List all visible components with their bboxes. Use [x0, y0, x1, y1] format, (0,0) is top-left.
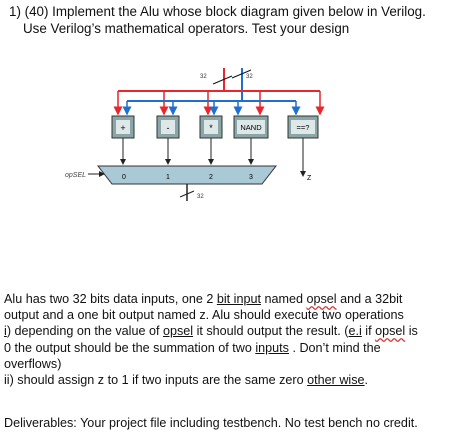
- underlined-term: inputs: [255, 340, 289, 355]
- op-add-label: +: [120, 123, 125, 133]
- select-label: opSEL: [65, 172, 86, 179]
- heading-line-1: 1) (40) Implement the Alu whose block di…: [9, 4, 426, 19]
- input-a-bus: [212, 68, 233, 91]
- bus-width-out-label: 32: [197, 194, 204, 200]
- question-heading: 1) (40) Implement the Alu whose block di…: [9, 3, 469, 37]
- desc-text: 0 the output should be the summation of …: [4, 340, 256, 355]
- blue-bus: [122, 100, 301, 116]
- op-nand-label: NAND: [240, 123, 262, 132]
- input-b-bus: [231, 68, 252, 101]
- output-mux: 0 1 2 3: [96, 165, 278, 185]
- bus-width-a-label: 32: [200, 74, 207, 80]
- op-eq-label: ==?: [297, 123, 310, 132]
- underlined-term: opsel: [375, 324, 406, 339]
- mux-input-3-label: 3: [249, 174, 253, 181]
- op-sub-box: -: [156, 115, 180, 139]
- bus-width-b-label: 32: [246, 74, 253, 80]
- question-description: Alu has two 32 bits data inputs, one 2 b…: [4, 291, 470, 388]
- op-outputs: [120, 138, 306, 177]
- desc-line-3: i) depending on the value of opsel it sh…: [4, 323, 470, 339]
- desc-text: named: [260, 292, 307, 306]
- desc-text: is: [405, 324, 418, 339]
- desc-text: if: [361, 324, 376, 339]
- desc-text: .: [364, 373, 369, 388]
- mux-input-2-label: 2: [209, 174, 213, 181]
- alu-block-diagram: 32 32 + -: [65, 68, 325, 201]
- op-mul-box: *: [199, 115, 223, 139]
- desc-line-1: Alu has two 32 bits data inputs, one 2 b…: [4, 291, 470, 307]
- desc-line-5: overflows): [4, 356, 62, 371]
- deliverables-note: Deliverables: Your project file includin…: [4, 416, 418, 430]
- desc-text: ii) should assign z to 1 if two inputs a…: [4, 373, 308, 388]
- desc-line-2: output and a one bit output named z. Alu…: [4, 308, 404, 323]
- mux-input-0-label: 0: [122, 174, 126, 181]
- op-nand-box: NAND: [233, 115, 269, 139]
- red-bus: [113, 90, 325, 116]
- underlined-term: i: [4, 324, 7, 339]
- op-sub-label: -: [167, 123, 170, 133]
- op-mul-label: *: [209, 123, 213, 133]
- underlined-term: opsel: [162, 324, 194, 339]
- desc-text: ) depending on the value of: [6, 324, 163, 339]
- heading-line-2: Use Verilog’s mathematical operators. Te…: [23, 21, 350, 36]
- op-eq-box: ==?: [287, 115, 319, 139]
- op-add-box: +: [111, 115, 135, 139]
- underlined-term: other wise: [307, 373, 365, 388]
- desc-text: and a 32bit: [336, 292, 403, 306]
- mux-output-bus: [179, 184, 195, 201]
- desc-line-6: ii) should assign z to 1 if two inputs a…: [4, 372, 470, 388]
- desc-text: it should output the result. (: [193, 324, 349, 339]
- desc-text: Alu has two 32 bits data inputs, one 2: [4, 292, 217, 306]
- mux-input-1-label: 1: [166, 174, 170, 181]
- underlined-term: opsel: [306, 292, 337, 306]
- underlined-term: bit input: [216, 292, 261, 306]
- underlined-term: e.i: [348, 324, 362, 339]
- desc-text: . Don’t mind the: [288, 340, 381, 355]
- z-output-label: Z: [307, 175, 312, 182]
- desc-line-4: 0 the output should be the summation of …: [4, 340, 470, 356]
